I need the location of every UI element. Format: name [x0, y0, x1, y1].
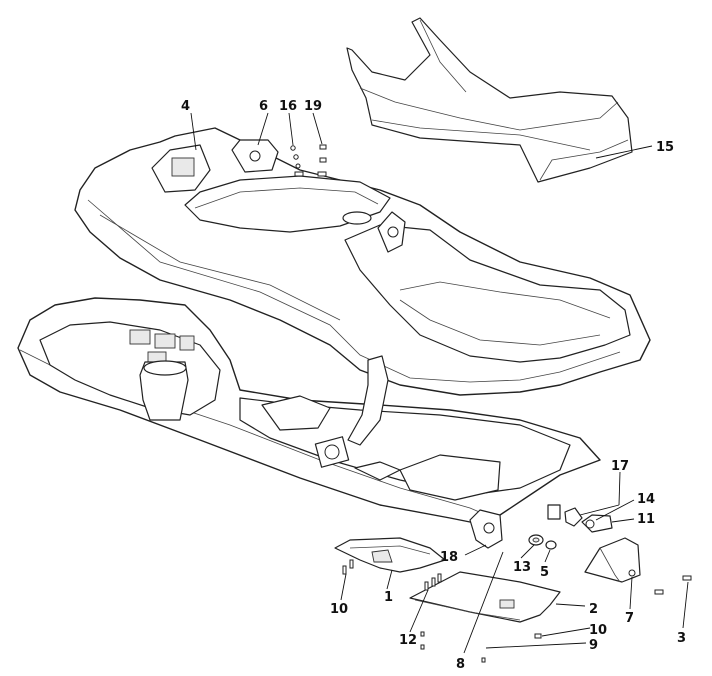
plate-part-1: [334, 537, 446, 573]
callout-11: 11: [637, 512, 655, 527]
callout-labels: 4 6 16 19 15 17 14 11 18 13 5 10 1 12 8 …: [181, 99, 686, 672]
seat-cover-part: [346, 17, 633, 183]
callout-12: 16: [279, 99, 297, 114]
callout-1: 1: [384, 590, 393, 605]
callout-7: 7: [625, 611, 634, 626]
fastener-parts-12-16: [290, 144, 327, 177]
callout-10-left: 10: [330, 602, 348, 617]
bolt-part-3: [654, 575, 692, 595]
callout-18: 17: [611, 459, 629, 474]
callout-5: 5: [540, 565, 549, 580]
leader-lines: [190, 112, 689, 654]
callout-9: 9: [589, 638, 598, 653]
callout-19: 18: [440, 550, 458, 565]
hull-part: [17, 297, 601, 549]
upper-deck-part: [74, 127, 651, 396]
callout-14: 14: [637, 492, 655, 507]
callout-10-right: 10: [589, 623, 607, 638]
callout-8: 8: [456, 657, 465, 672]
callout-6: 6: [259, 99, 268, 114]
cover-part-2: [409, 571, 561, 623]
callout-13: 12: [399, 633, 417, 648]
bracket-part-7: [584, 537, 641, 583]
callout-4: 4: [181, 99, 190, 114]
callout-3: 3: [677, 631, 686, 646]
callout-2: 2: [589, 602, 598, 617]
callout-16: 19: [304, 99, 322, 114]
stern-small-parts: [528, 507, 613, 550]
small-pins: [342, 559, 542, 663]
callout-17: 15: [656, 140, 674, 155]
callout-15: 13: [513, 560, 531, 575]
